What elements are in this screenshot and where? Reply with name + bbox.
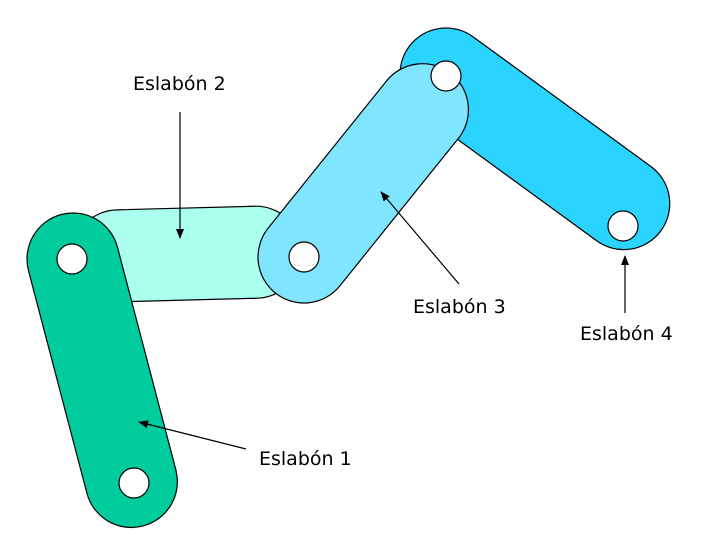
pin-hole-link3-link4 [430, 60, 462, 92]
pin-hole-link4-ground [607, 210, 639, 242]
link-1-body [26, 212, 178, 529]
label-link-1: Eslabón 1 [259, 448, 352, 470]
label-link-4: Eslabón 4 [580, 323, 673, 345]
arrow-link-3 [380, 191, 460, 285]
label-link-2: Eslabón 2 [133, 73, 226, 95]
arrow-link-1 [138, 420, 247, 450]
link-4-body [399, 27, 671, 251]
label-link-3: Eslabón 3 [413, 296, 506, 318]
pin-hole-link1-top [56, 243, 88, 275]
pin-hole-link1-bottom [118, 467, 150, 499]
pin-hole-link2-link3 [288, 241, 320, 273]
